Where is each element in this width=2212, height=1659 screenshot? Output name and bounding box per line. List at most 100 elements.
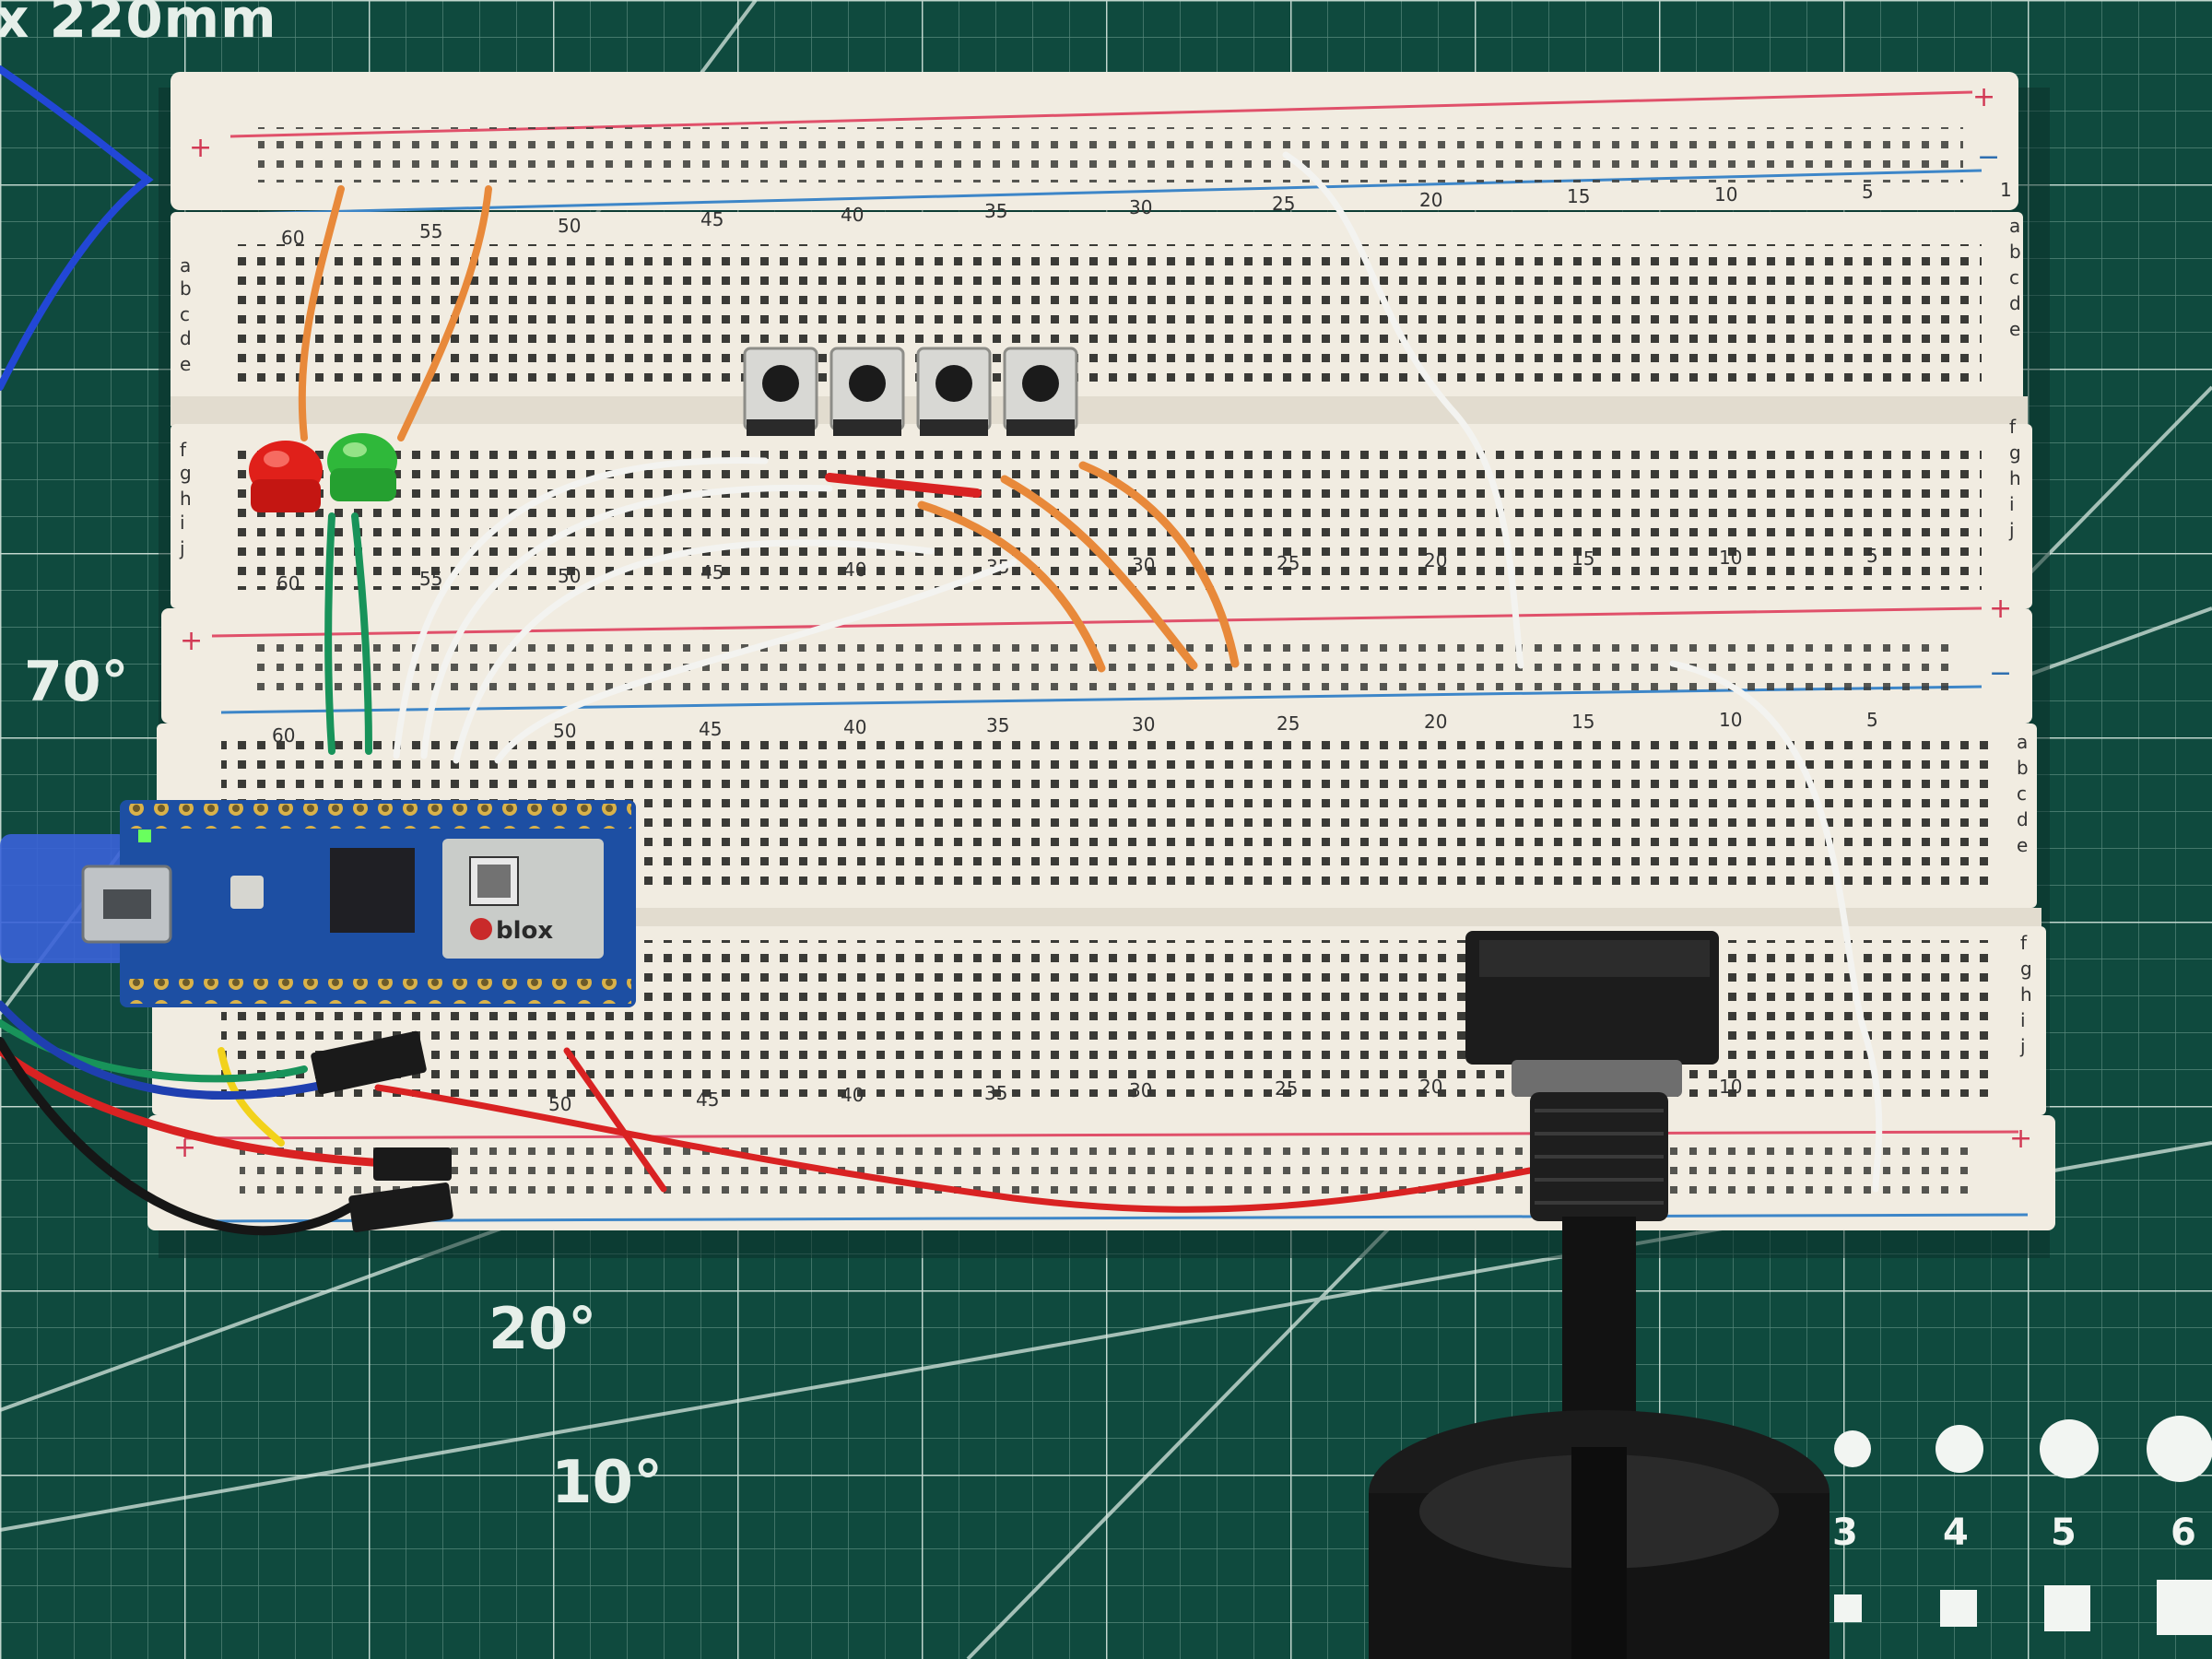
module-brand: blox [496, 917, 553, 945]
svg-text:f: f [180, 439, 187, 461]
svg-text:50: 50 [558, 565, 581, 587]
white-wire-2 [420, 484, 833, 759]
svg-text:5: 5 [1866, 545, 1878, 567]
svg-text:10: 10 [1719, 709, 1742, 731]
mat-dimension-label: x 220mm [0, 0, 277, 50]
row-letters-right-bottom: f g h i j [2019, 932, 2032, 1057]
rail-plus-mid-right: + [1989, 593, 2012, 625]
white-wire-3 [453, 539, 935, 764]
svg-text:30: 30 [1132, 713, 1155, 735]
rail-plus-right: + [1972, 81, 1995, 113]
svg-text:30: 30 [1129, 196, 1152, 218]
row-letters-left-mid: f g h i j [179, 439, 192, 559]
svg-text:b: b [2017, 757, 2029, 779]
rail-plus-mid: + [180, 625, 203, 657]
rail-minus-mid-right: − [1989, 657, 2012, 689]
svg-text:45: 45 [700, 561, 724, 583]
svg-text:50: 50 [558, 215, 581, 237]
blue-usb-wire [0, 65, 154, 391]
svg-text:f: f [2020, 932, 2028, 954]
svg-text:50: 50 [548, 1093, 571, 1115]
svg-text:20: 20 [1424, 711, 1447, 733]
wireless-module: blox [442, 839, 604, 959]
svg-text:c: c [180, 303, 190, 325]
svg-text:a: a [2017, 731, 2028, 753]
row-letters-right-top: a b c d e [2009, 215, 2021, 340]
svg-text:60: 60 [272, 724, 295, 747]
svg-text:60: 60 [281, 227, 304, 249]
svg-text:g: g [2020, 958, 2032, 980]
svg-text:c: c [2017, 782, 2027, 805]
svg-text:j: j [179, 537, 185, 559]
mat-angle-20: 20° [488, 1295, 597, 1362]
svg-text:20: 20 [1419, 1076, 1442, 1098]
red-led [249, 441, 323, 512]
svg-text:10: 10 [1714, 183, 1737, 206]
svg-text:45: 45 [696, 1088, 719, 1111]
svg-text:b: b [180, 277, 192, 300]
svg-text:j: j [2019, 1035, 2026, 1057]
jumper-wires [0, 65, 1883, 1236]
yellow-wire [218, 1047, 285, 1147]
black-dupont-wire [0, 1037, 355, 1236]
svg-text:5: 5 [1862, 181, 1874, 203]
svg-text:15: 15 [1571, 711, 1594, 733]
svg-text:60: 60 [276, 572, 300, 594]
push-button-4[interactable] [1003, 347, 1078, 436]
svg-text:40: 40 [843, 716, 866, 738]
push-button-2[interactable] [830, 347, 905, 436]
svg-text:d: d [2017, 808, 2029, 830]
svg-text:45: 45 [700, 208, 724, 230]
breadboard-labels: + + − + + − + + 60 55 50 45 40 35 30 25 … [173, 81, 2032, 1164]
red-wire-diagonal [563, 1047, 667, 1193]
push-button-1[interactable] [743, 347, 818, 436]
column-numbers-lower: 60 50 45 40 35 30 25 20 15 10 5 [272, 709, 1878, 747]
orange-wire-btn-3 [1078, 461, 1240, 668]
red-wire-short [825, 473, 982, 498]
row-letters-right-lower: a b c d e [2017, 731, 2029, 856]
svg-text:a: a [180, 254, 191, 276]
svg-text:40: 40 [841, 204, 864, 226]
row-letters-left-top: a b c d e [180, 254, 192, 375]
svg-text:15: 15 [1567, 185, 1590, 207]
svg-text:b: b [2009, 241, 2021, 263]
svg-text:h: h [2009, 467, 2021, 489]
svg-text:45: 45 [699, 718, 722, 740]
tactile-buttons [743, 347, 1078, 436]
svg-text:d: d [180, 327, 192, 349]
svg-text:10: 10 [1719, 1076, 1742, 1098]
svg-text:g: g [2009, 441, 2021, 464]
rail-plus-top: + [189, 132, 212, 164]
white-wire-long-1 [1282, 151, 1524, 669]
svg-text:j: j [2008, 519, 2015, 541]
svg-text:5: 5 [1866, 709, 1878, 731]
dupont-connectors [311, 1030, 453, 1232]
svg-text:10: 10 [1719, 547, 1742, 569]
rail-plus-bottom-right: + [2009, 1123, 2032, 1155]
blox-logo-icon [470, 918, 492, 940]
svg-text:h: h [180, 488, 192, 510]
svg-text:d: d [2009, 292, 2021, 314]
svg-text:e: e [2009, 318, 2020, 340]
svg-text:1: 1 [2000, 179, 2012, 201]
push-button-3[interactable] [916, 347, 992, 436]
svg-text:e: e [2017, 834, 2028, 856]
svg-text:40: 40 [843, 559, 866, 581]
reset-button[interactable] [230, 876, 264, 909]
svg-text:20: 20 [1424, 549, 1447, 571]
svg-text:30: 30 [1132, 554, 1155, 576]
svg-text:e: e [180, 353, 191, 375]
svg-text:i: i [2020, 1009, 2026, 1031]
svg-text:f: f [2009, 416, 2017, 438]
green-led [327, 433, 397, 501]
rail-minus-top: − [1977, 141, 2000, 173]
red-wire-long [374, 1084, 1534, 1213]
leds [249, 433, 397, 512]
orange-wire-led-2 [397, 185, 492, 441]
orange-wire-led-1 [298, 185, 345, 441]
white-wire-4 [494, 559, 1018, 764]
potentiometer-knob[interactable] [1369, 1410, 1830, 1659]
microcontroller-board: blox [0, 800, 636, 1007]
breadboard-top [161, 72, 2032, 724]
